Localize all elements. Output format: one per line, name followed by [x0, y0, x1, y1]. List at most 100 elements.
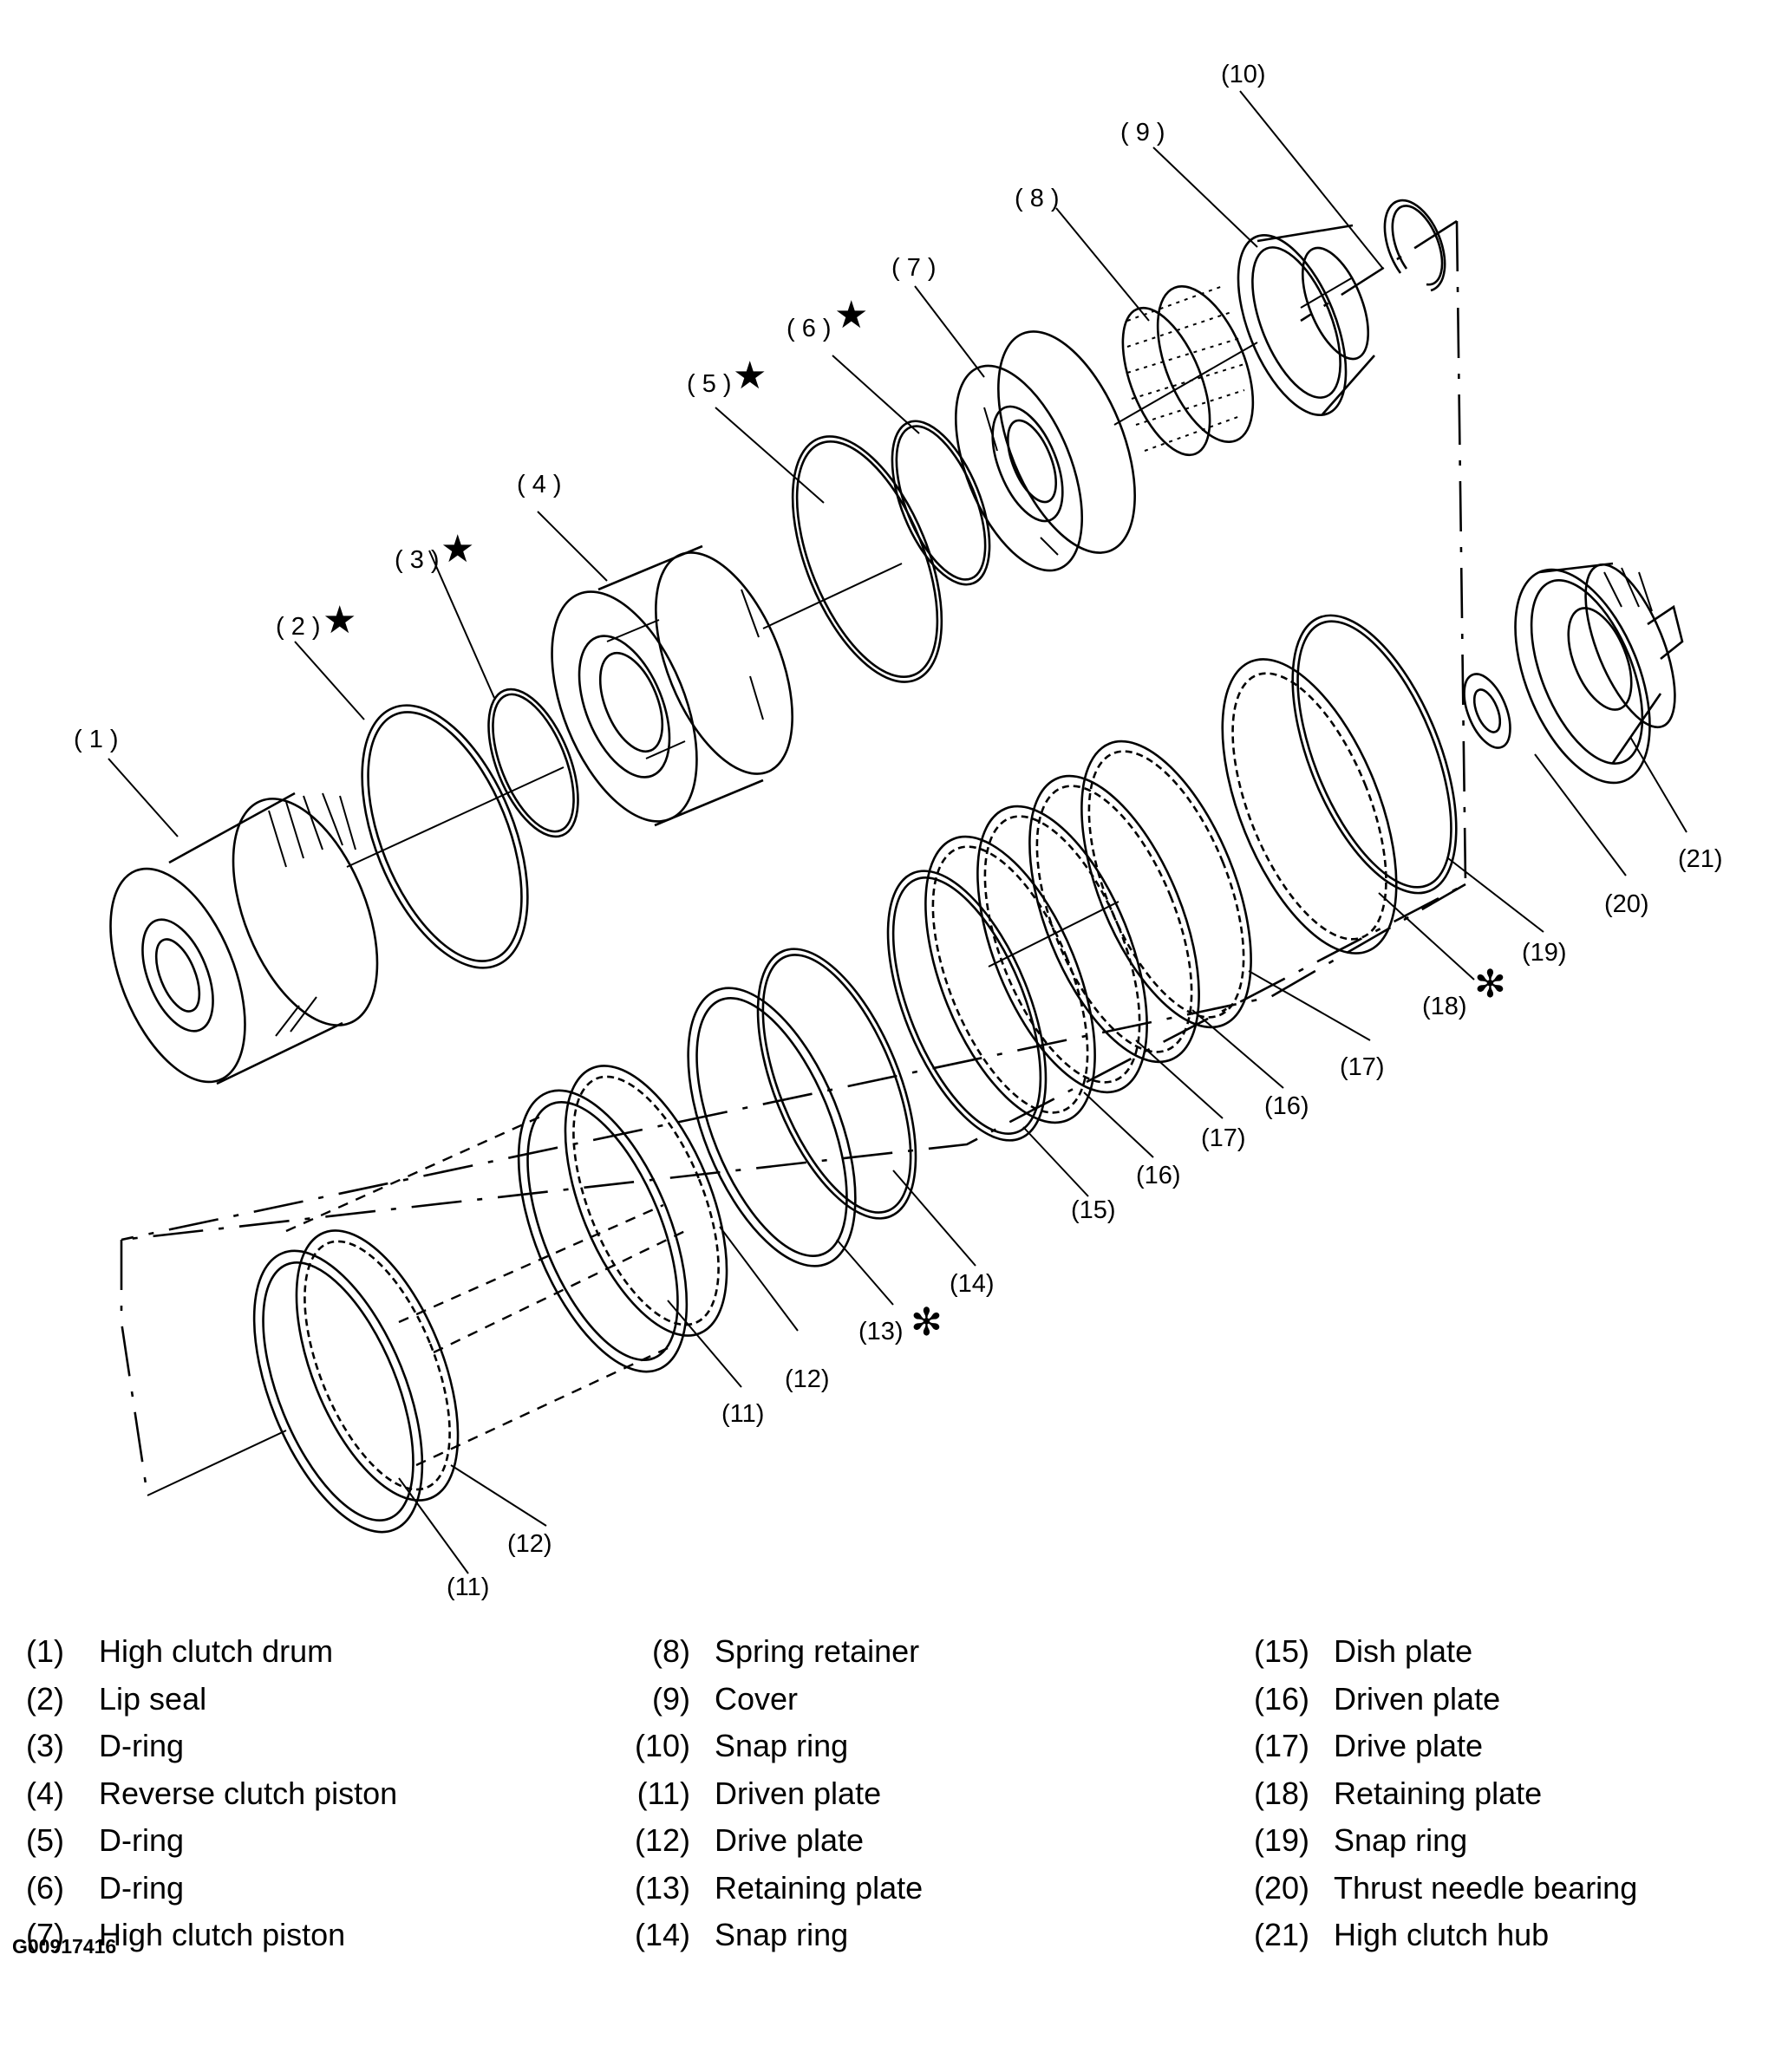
legend-number: (17): [1253, 1728, 1309, 1764]
legend-label: Spring retainer: [715, 1633, 920, 1670]
callout-1: ( 1 ): [74, 726, 119, 753]
legend-label: Snap ring: [1334, 1822, 1468, 1859]
callout-11-lower: (11): [447, 1574, 489, 1601]
legend-number: (1): [26, 1633, 64, 1670]
legend-label: Snap ring: [715, 1728, 849, 1764]
center-lines: [120, 219, 1467, 1496]
snap-ring-19: [1291, 614, 1458, 895]
lip-seal: [361, 704, 529, 969]
legend-label: Drive plate: [1334, 1728, 1484, 1764]
callout-2: ( 2 ): [276, 613, 321, 641]
legend-item: (19)Snap ring: [1242, 1817, 1637, 1865]
legend-label: D-ring: [99, 1869, 185, 1906]
callout-7: ( 7 ): [891, 254, 937, 282]
figure-id: G00917416: [12, 1935, 117, 1958]
parts-legend: (1)High clutch drum (2)Lip seal (3)D-rin…: [0, 1628, 1782, 1975]
callout-14: (14): [950, 1270, 995, 1298]
legend-item: (4) Reverse clutch piston: [26, 1770, 397, 1818]
callout-15: (15): [1071, 1196, 1116, 1224]
plate-stack-upper: [924, 740, 1252, 1124]
plate-pair-middle: [517, 1065, 728, 1373]
legend-label: High clutch piston: [99, 1917, 346, 1953]
legend-item: (10) Snap ring: [623, 1723, 923, 1770]
callout-12-middle: (12): [785, 1365, 830, 1393]
callout-5: ( 5 ): [687, 370, 732, 398]
legend-column-1: (1)High clutch drum (2)Lip seal (3)D-rin…: [26, 1628, 397, 1959]
callout-11-middle: (11): [721, 1400, 764, 1428]
legend-label: High clutch hub: [1334, 1917, 1550, 1953]
legend-item: (7)High clutch piston: [26, 1912, 397, 1959]
legend-item: (14) Snap ring: [623, 1912, 923, 1959]
callout-17-lower: (17): [1201, 1124, 1246, 1152]
callout-13: (13): [858, 1318, 904, 1345]
legend-item: (3) D-ring: [26, 1723, 397, 1770]
retaining-plate-13: [687, 987, 857, 1267]
d-ring-3: [487, 687, 579, 838]
legend-label: Retaining plate: [1334, 1775, 1543, 1811]
dashed-stack-lines: [285, 1112, 686, 1467]
legend-number: (4): [26, 1775, 64, 1811]
d-ring-6: [891, 420, 991, 586]
legend-number: (10): [634, 1728, 690, 1764]
legend-column-3: (15) Dish plate (16) Driven plate (17) Driv…: [1242, 1628, 1637, 1959]
legend-item: (12)Drive plate: [623, 1817, 923, 1865]
legend-label: Retaining plate: [715, 1869, 924, 1906]
legend-number: (6): [26, 1869, 64, 1906]
legend-label: Cover: [715, 1680, 799, 1717]
legend-label: Dish plate: [1334, 1633, 1473, 1670]
legend-number: (2): [26, 1680, 64, 1717]
legend-item: (21) High clutch hub: [1242, 1912, 1637, 1959]
callout-8: ( 8 ): [1015, 185, 1060, 212]
legend-label: Reverse clutch piston: [99, 1775, 398, 1811]
callout-17-upper: (17): [1340, 1053, 1385, 1081]
legend-number: (3): [26, 1728, 64, 1764]
legend-number: (11): [636, 1775, 690, 1811]
callout-9: ( 9 ): [1120, 119, 1165, 147]
legend-number: (16): [1253, 1680, 1309, 1717]
callout-4: ( 4 ): [517, 471, 562, 498]
legend-item: (17) Drive plate: [1242, 1723, 1637, 1770]
cover: [1237, 224, 1375, 416]
high-clutch-drum: [109, 792, 379, 1085]
legend-item: (6) D-ring: [26, 1865, 397, 1912]
callout-19: (19): [1522, 939, 1567, 967]
legend-number: (5): [26, 1822, 64, 1859]
legend-label: Snap ring: [715, 1917, 849, 1953]
callout-12-lower: (12): [507, 1530, 552, 1558]
thrust-needle-bearing: [1463, 673, 1511, 749]
high-clutch-piston: [954, 330, 1136, 572]
exploded-view-diagram: ( 1 ) ( 2 ) ( 3 ) ( 4 ) ( 5 ) ( 6 ) ( 7 …: [74, 61, 1723, 1601]
legend-item: (18) Retaining plate: [1242, 1770, 1637, 1818]
legend-label: D-ring: [99, 1822, 185, 1859]
legend-number: (14): [634, 1917, 690, 1953]
leader-lines: [108, 90, 1687, 1574]
spring-retainer: [1121, 285, 1255, 457]
callout-21: (21): [1678, 845, 1723, 873]
legend-label: Drive plate: [715, 1822, 865, 1859]
legend-number: (21): [1253, 1917, 1309, 1953]
legend-number: (15): [1253, 1633, 1309, 1670]
legend-label: Thrust needle bearing: [1334, 1869, 1638, 1906]
high-clutch-hub: [1514, 562, 1684, 785]
legend-item: (20) Thrust needle bearing: [1242, 1865, 1637, 1912]
legend-item: (15) Dish plate: [1242, 1628, 1637, 1676]
asterisk-marker-13: ✻: [911, 1300, 943, 1345]
legend-item: (13)Retaining plate: [623, 1865, 923, 1912]
snap-ring-14: [756, 948, 917, 1220]
d-ring-5: [791, 435, 943, 683]
legend-column-2: (8)Spring retainer (9)Cover (10)Snap rin…: [623, 1628, 923, 1959]
legend-number: (18): [1253, 1775, 1309, 1811]
star-marker-3: ★: [441, 527, 474, 571]
plate-pair-lower: [252, 1229, 460, 1534]
legend-label: Lip seal: [99, 1680, 207, 1717]
markers: ★ ★ ★ ★ ✻ ✻: [323, 293, 1506, 1345]
callout-20: (20): [1604, 890, 1649, 918]
retaining-plate-18: [1221, 658, 1398, 955]
callout-10: (10): [1221, 61, 1266, 88]
callout-18: (18): [1422, 993, 1467, 1020]
legend-number: (20): [1253, 1869, 1309, 1906]
legend-label: Driven plate: [1334, 1680, 1501, 1717]
reverse-clutch-piston: [551, 544, 793, 827]
legend-label: D-ring: [99, 1728, 185, 1764]
legend-item: (8)Spring retainer: [623, 1628, 923, 1676]
